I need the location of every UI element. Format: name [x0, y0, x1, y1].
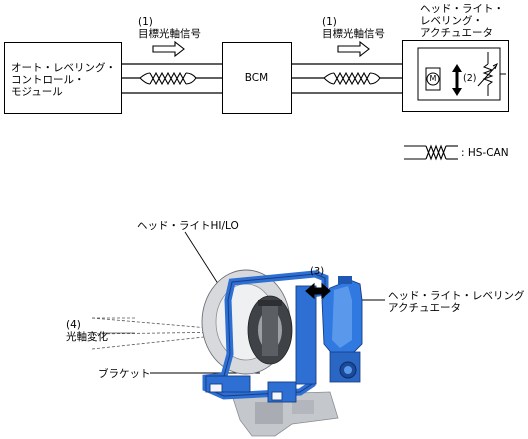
- motor-symbol-label: M: [429, 74, 437, 83]
- leader-line-headlight: [184, 231, 223, 291]
- actuator-title-line1: ヘッド・ライト・: [420, 3, 504, 15]
- blue-bracket-frame: [202, 270, 329, 403]
- bcm-label: BCM: [244, 72, 269, 84]
- module-label-line1: オート・レベリング・: [11, 62, 116, 74]
- signal-right-number: (1): [322, 16, 337, 28]
- signal-left-number: (1): [138, 16, 153, 28]
- bracket-label: ブラケット: [98, 368, 151, 380]
- actuator-title-line2: レベリング・: [420, 15, 483, 27]
- variable-resistor-icon: [477, 52, 498, 96]
- actuator-motion-number-label: (3): [310, 266, 325, 277]
- twisted-pair-left: [139, 71, 197, 86]
- signal-left-label: 目標光軸信号: [138, 28, 201, 40]
- hs-can-legend-icon: [404, 144, 458, 161]
- hs-can-legend-label: : HS-CAN: [461, 147, 509, 159]
- bottom-actuator-label-line1: ヘッド・ライト・レベリング・: [388, 290, 528, 302]
- headlight-hi-lo-label: ヘッド・ライトHI/LO: [137, 220, 239, 232]
- actuator-motion-label: (2): [463, 73, 477, 84]
- actuator-motion-arrow-icon: [305, 282, 331, 300]
- actuator-title-line3: アクチュエータ: [420, 27, 493, 39]
- bracket-illustration: [231, 391, 339, 437]
- twisted-pair-right: [323, 71, 381, 86]
- headlight-leveling-actuator-box: [402, 40, 509, 112]
- signal-right-label: 目標光軸信号: [322, 28, 385, 40]
- auto-leveling-module-box: オート・レベリング・ コントロール・ モジュール: [4, 42, 122, 114]
- module-label-line2: コントロール・: [11, 74, 85, 86]
- signal-arrow-right-icon: [337, 40, 370, 58]
- axis-change-number: (4): [66, 319, 81, 331]
- axis-change-label: 光軸変化: [66, 331, 108, 343]
- module-label-line3: モジュール: [11, 86, 63, 98]
- motor-icon: [426, 72, 440, 86]
- signal-arrow-left-icon: [152, 40, 185, 58]
- headlight-unit-illustration: [201, 269, 293, 375]
- bottom-actuator-label-line2: アクチュエータ: [388, 302, 461, 314]
- actuator-illustration: [321, 276, 363, 383]
- double-arrow-icon: [452, 64, 462, 96]
- bcm-box: BCM: [222, 42, 292, 114]
